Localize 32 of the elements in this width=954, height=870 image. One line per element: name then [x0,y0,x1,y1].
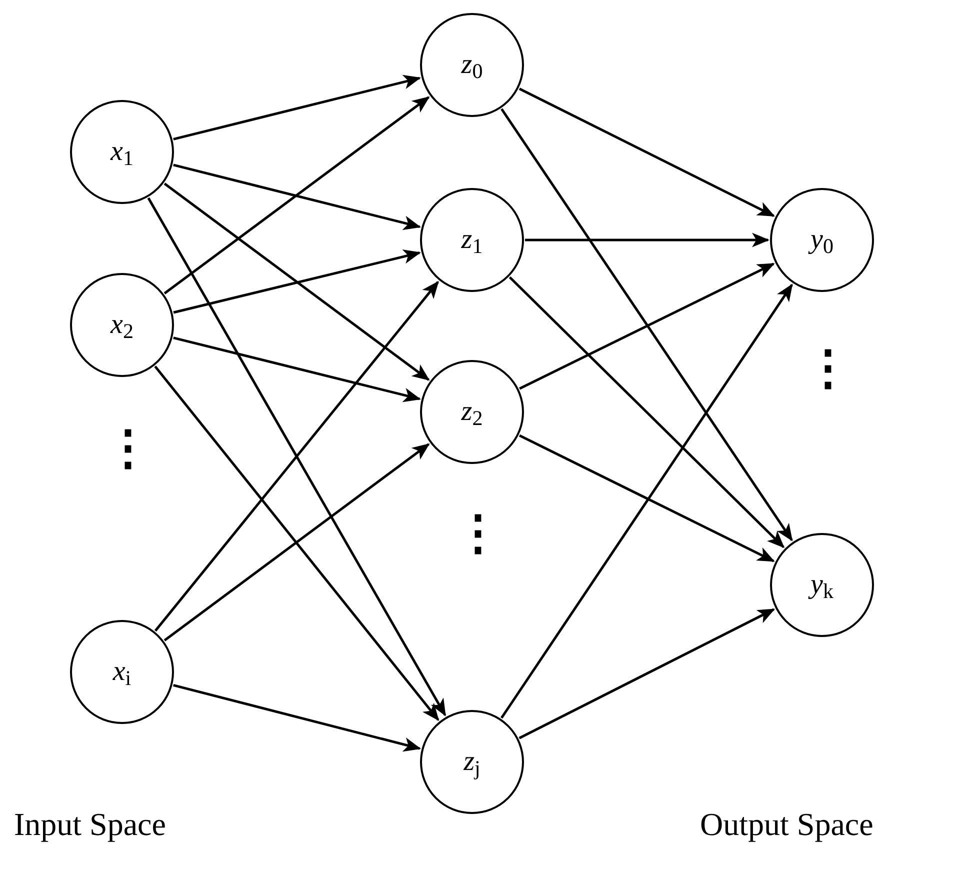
arrow [173,74,421,140]
node-label: z$_{1}$ [461,226,483,254]
arrow [500,284,793,719]
layer-label: Output Space [700,805,874,844]
arrow [519,262,775,390]
arrow [147,197,446,716]
arrow [164,182,430,381]
ellipsis-label: ⋮ [804,345,852,393]
arrow [173,249,421,314]
arrow [173,164,422,230]
node-label: x$_{1}$ [110,138,134,166]
node-label: y$_{k}$ [810,571,834,599]
arrow [518,608,776,740]
arrow [164,96,430,294]
node-label: x$_{2}$ [110,311,134,339]
layer-label: Input Space [14,805,166,844]
ellipsis-label: ⋮ [104,425,152,473]
arrow [525,232,770,248]
arrow [518,434,775,562]
arrow [518,88,775,217]
node-label: y$_{0}$ [810,226,834,254]
arrow [154,280,439,632]
node-label: x$_{i}$ [112,658,132,686]
arrow [164,443,430,642]
arrow [154,366,440,721]
arrow [508,276,785,548]
node-label: z$_{0}$ [461,51,483,79]
arrow [500,108,793,542]
arrow [173,336,421,402]
node-label: z$_{2}$ [461,398,483,426]
ellipsis-label: ⋮ [454,510,502,558]
arrow [173,684,422,752]
